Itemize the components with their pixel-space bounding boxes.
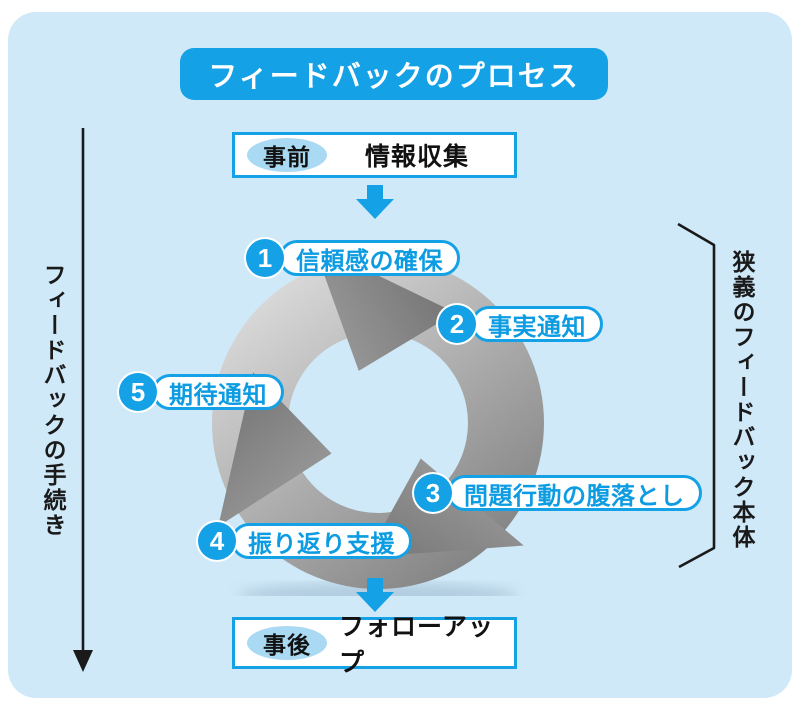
step-label: 振り返り支援 <box>231 523 412 559</box>
pre-phase-box: 事前 情報収集 <box>232 132 517 178</box>
pre-phase-label: 情報収集 <box>365 143 470 171</box>
left-procedure-arrow-icon <box>73 128 93 672</box>
step-number-badge: 5 <box>119 373 157 411</box>
step-item-3: 3 問題行動の腹落とし <box>414 474 702 512</box>
post-phase-badge: 事後 <box>247 626 327 660</box>
step-number-badge: 4 <box>198 522 236 560</box>
step-label: 期待通知 <box>152 374 284 410</box>
step-label: 問題行動の腹落とし <box>447 475 702 511</box>
step-item-1: 1 信頼感の確保 <box>246 239 460 277</box>
left-axis-label: フィードバックの手続き <box>40 262 66 538</box>
pre-phase-badge: 事前 <box>247 138 327 172</box>
right-bracket <box>677 222 716 569</box>
step-number-badge: 1 <box>246 239 284 277</box>
page-title: フィードバックのプロセス <box>180 48 608 100</box>
down-arrow-icon <box>356 578 394 612</box>
step-label: 事実通知 <box>471 306 603 342</box>
step-number-badge: 2 <box>438 305 476 343</box>
step-item-2: 2 事実通知 <box>438 305 603 343</box>
post-phase-box: 事後 フォローアップ <box>232 613 517 677</box>
step-number-badge: 3 <box>414 474 452 512</box>
post-phase-label: フォローアップ <box>339 613 495 677</box>
step-item-4: 4 振り返り支援 <box>198 522 412 560</box>
down-arrow-icon <box>356 185 394 219</box>
step-label: 信頼感の確保 <box>279 240 460 276</box>
step-item-5: 5 期待通知 <box>119 373 284 411</box>
right-axis-label: 狭義のフィードバック本体 <box>729 250 755 550</box>
